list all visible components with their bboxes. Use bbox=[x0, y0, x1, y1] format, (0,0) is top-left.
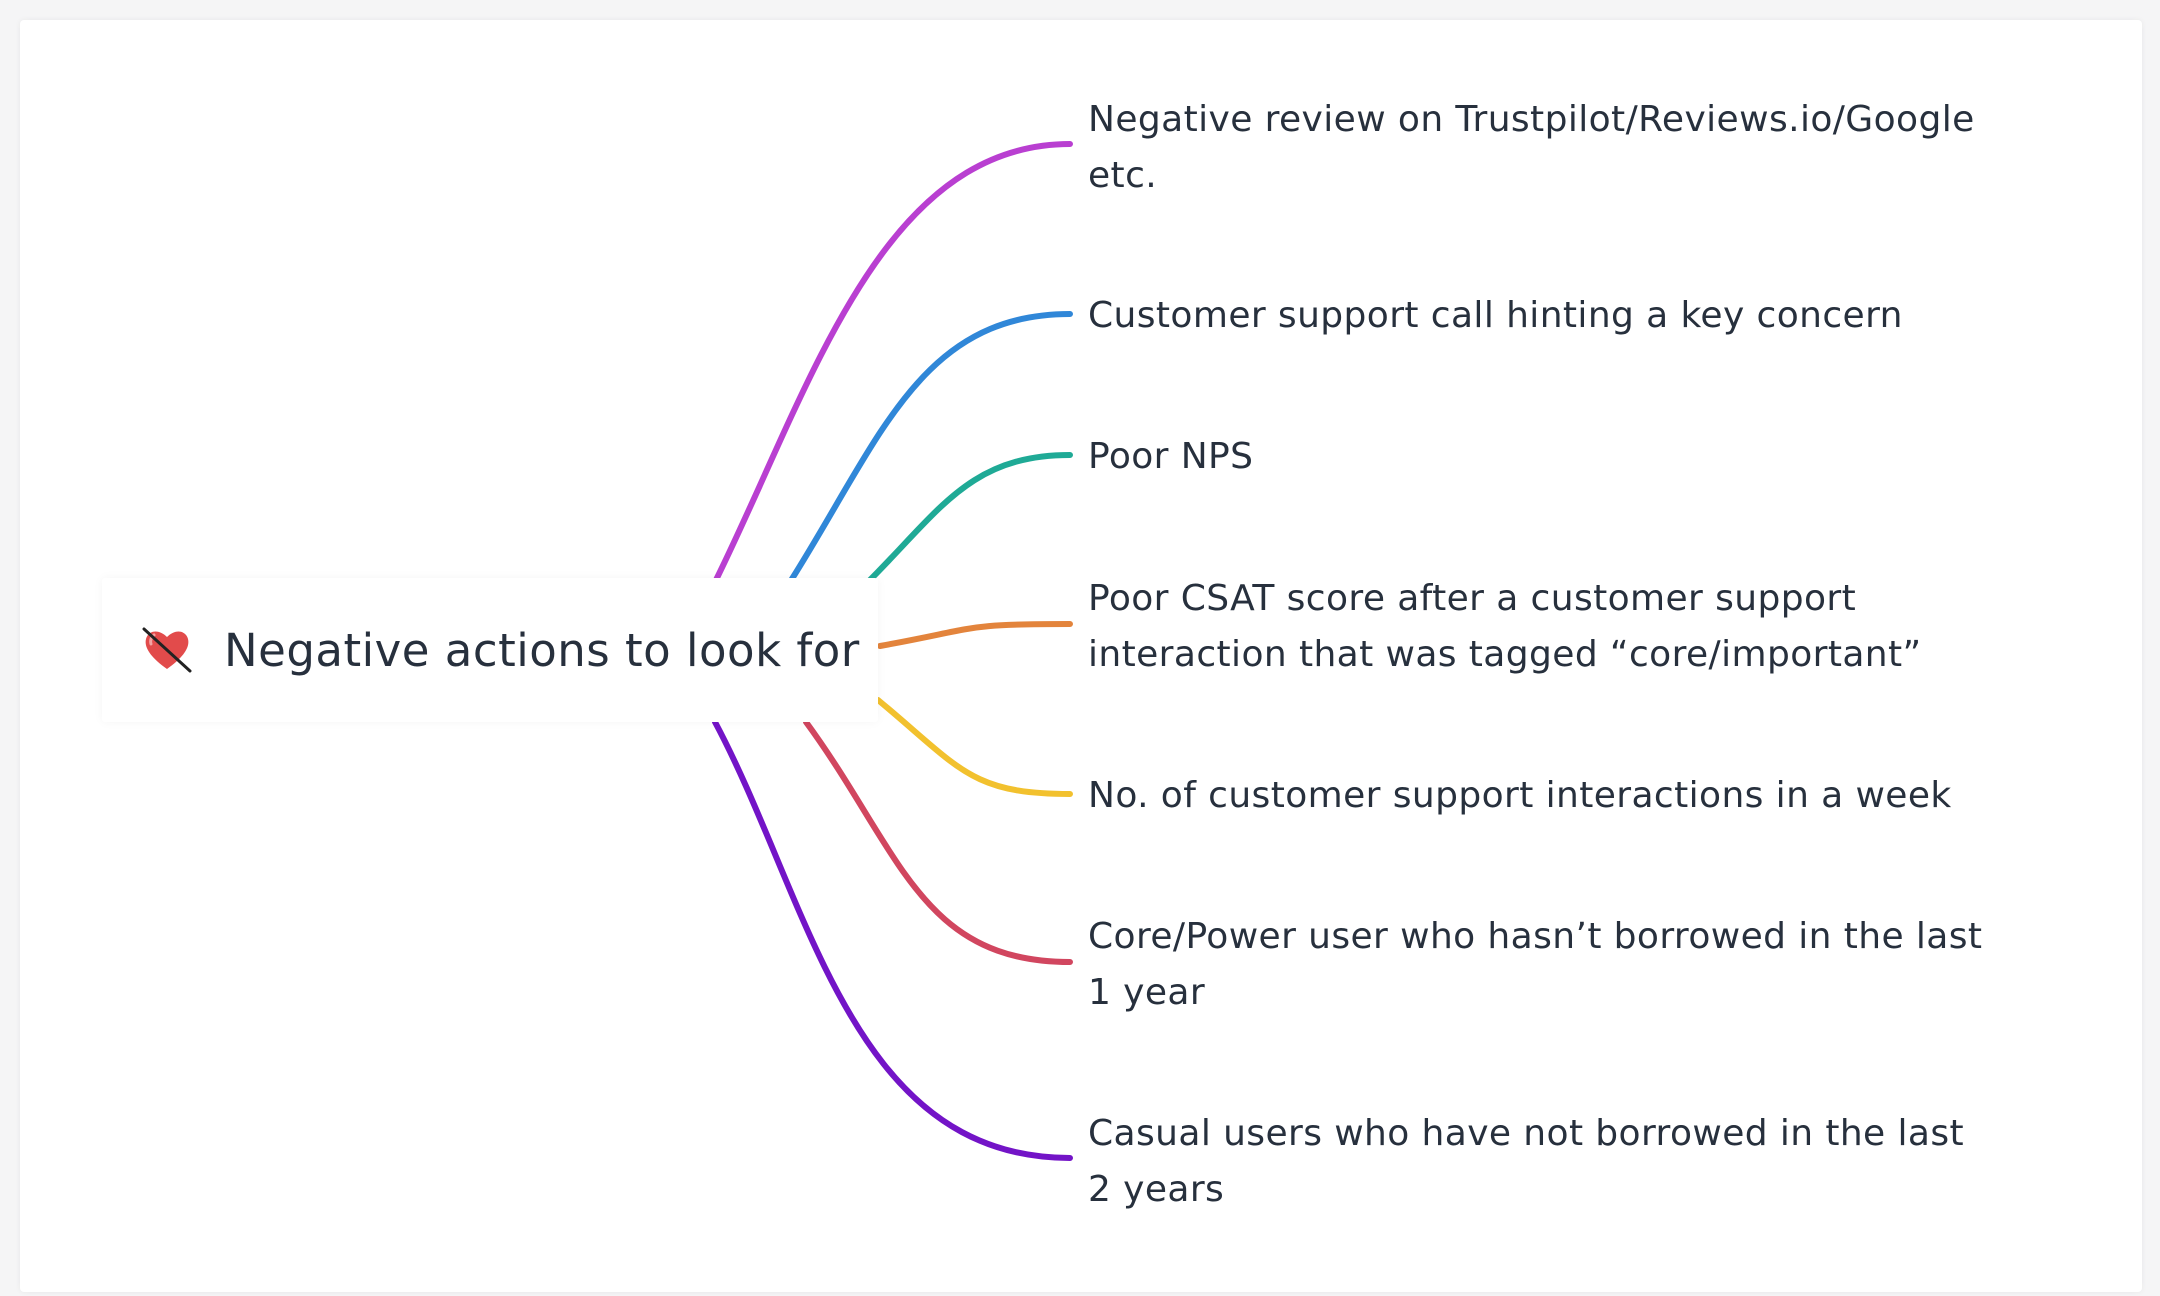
connector-4 bbox=[875, 697, 1073, 797]
connector-3 bbox=[877, 621, 1073, 649]
connector-1 bbox=[787, 311, 1073, 585]
branch-node-negative-review[interactable]: Negative review on Trustpilot/Reviews.io… bbox=[1088, 99, 1975, 196]
connector-0 bbox=[712, 141, 1073, 585]
branch-node-support-interactions[interactable]: No. of customer support interactions in … bbox=[1088, 775, 1952, 816]
connector-6 bbox=[712, 719, 1073, 1161]
branch-node-support-call[interactable]: Customer support call hinting a key conc… bbox=[1088, 295, 1903, 336]
branch-node-poor-nps[interactable]: Poor NPS bbox=[1088, 436, 1254, 477]
root-topic-node[interactable]: Negative actions to look for bbox=[102, 578, 878, 722]
connector-2 bbox=[865, 452, 1073, 585]
branch-node-casual-users[interactable]: Casual users who have not borrowed in th… bbox=[1088, 1113, 1964, 1210]
broken-heart-icon bbox=[142, 625, 192, 675]
root-topic-label: Negative actions to look for bbox=[224, 623, 860, 677]
connector-5 bbox=[803, 719, 1073, 965]
branch-node-poor-csat[interactable]: Poor CSAT score after a customer support… bbox=[1088, 578, 1922, 675]
branch-node-core-power-user[interactable]: Core/Power user who hasn’t borrowed in t… bbox=[1088, 916, 1983, 1013]
